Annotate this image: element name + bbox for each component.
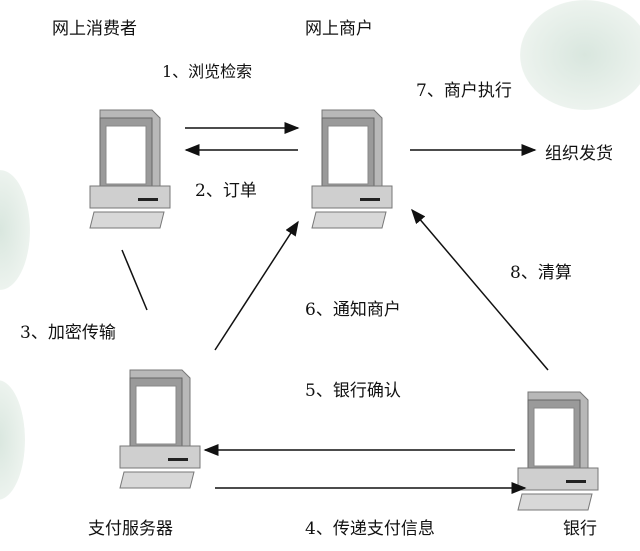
line-encrypt [121,249,148,311]
arrow-settle [411,208,549,371]
step-2: 2、订单 [195,181,257,201]
node-merchant: 网上商户 [305,19,373,39]
bank-computer-icon [517,391,599,511]
payment-server-computer-icon [119,369,201,489]
step-5: 5、银行确认 [305,381,401,401]
step-1: 1、浏览检索 [162,62,253,81]
node-ship: 组织发货 [545,144,613,164]
arrow-notify-merchant [214,220,299,351]
step-4: 4、传递支付信息 [305,519,435,539]
node-payment-server: 支付服务器 [88,519,173,539]
merchant-computer-icon [311,109,393,229]
step-8: 8、清算 [510,263,572,283]
consumer-computer-icon [89,109,171,229]
step-6: 6、通知商户 [305,300,401,320]
step-3: 3、加密传输 [20,323,116,343]
node-bank: 银行 [563,519,597,539]
node-consumer: 网上消费者 [52,19,137,39]
leaf-decoration [520,0,640,110]
step-7: 7、商户执行 [416,81,512,101]
